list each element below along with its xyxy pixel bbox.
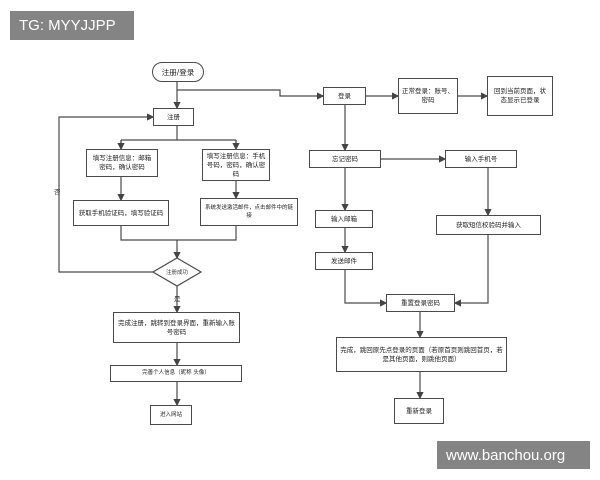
edge-join-diamond (120, 226, 237, 258)
edge-register-split (120, 126, 237, 148)
register-phone-node: 填写注册信息：手机号码，密码，确认密码 (202, 149, 270, 181)
decision-label: 注册成功 (165, 270, 188, 276)
start-node: 注册/登录 (152, 62, 204, 82)
edge-label-yes: 是 (174, 295, 181, 303)
normal-login-node: 正常登录：账号、密码 (398, 78, 458, 114)
enter-phone-node: 输入手机号 (445, 150, 517, 168)
edge-no-loop (58, 113, 155, 273)
send-email-node: 发送邮件 (315, 252, 373, 270)
enter-email-node: 输入邮箱 (315, 210, 373, 228)
complete-profile-node: 完善个人信息（昵称 头像） (110, 365, 242, 382)
watermark-bottom: www.banchou.org (437, 441, 590, 469)
login-node: 登录 (323, 87, 366, 105)
register-node: 注册 (153, 108, 194, 126)
relogin-node: 重新登录 (394, 398, 444, 424)
back-current-page-node: 回到当前页面，状态显示已登录 (487, 76, 553, 116)
enter-site-node: 进入网站 (150, 405, 192, 425)
edge-start-login (177, 89, 325, 100)
done-reset-node: 完成，跳回原先点登录的页面（若原首页则跳回首页，若是其他页面，则跳他页面） (336, 337, 507, 372)
edge-join-reset (344, 270, 388, 307)
forgot-password-node: 忘记密码 (309, 150, 381, 168)
edge-label-no: 否 (54, 188, 61, 196)
send-activation-mail-node: 系统发送激活邮件，点击邮件中的链接 (200, 198, 298, 226)
get-sms-code-node: 获取手机验证码，填写验证码 (73, 200, 169, 226)
register-email-node: 填写注册信息：邮箱密码，确认密码 (86, 149, 158, 177)
decision-register-success (151, 257, 203, 287)
reset-password-node: 重置登录密码 (386, 294, 455, 312)
done-register-node: 完成注册，跳转到登录界面，重新输入账号密码 (113, 312, 240, 343)
watermark-top: TG: MYYJJPP (10, 11, 134, 40)
get-sms-verify-node: 获取短信校验码并输入 (436, 215, 541, 235)
